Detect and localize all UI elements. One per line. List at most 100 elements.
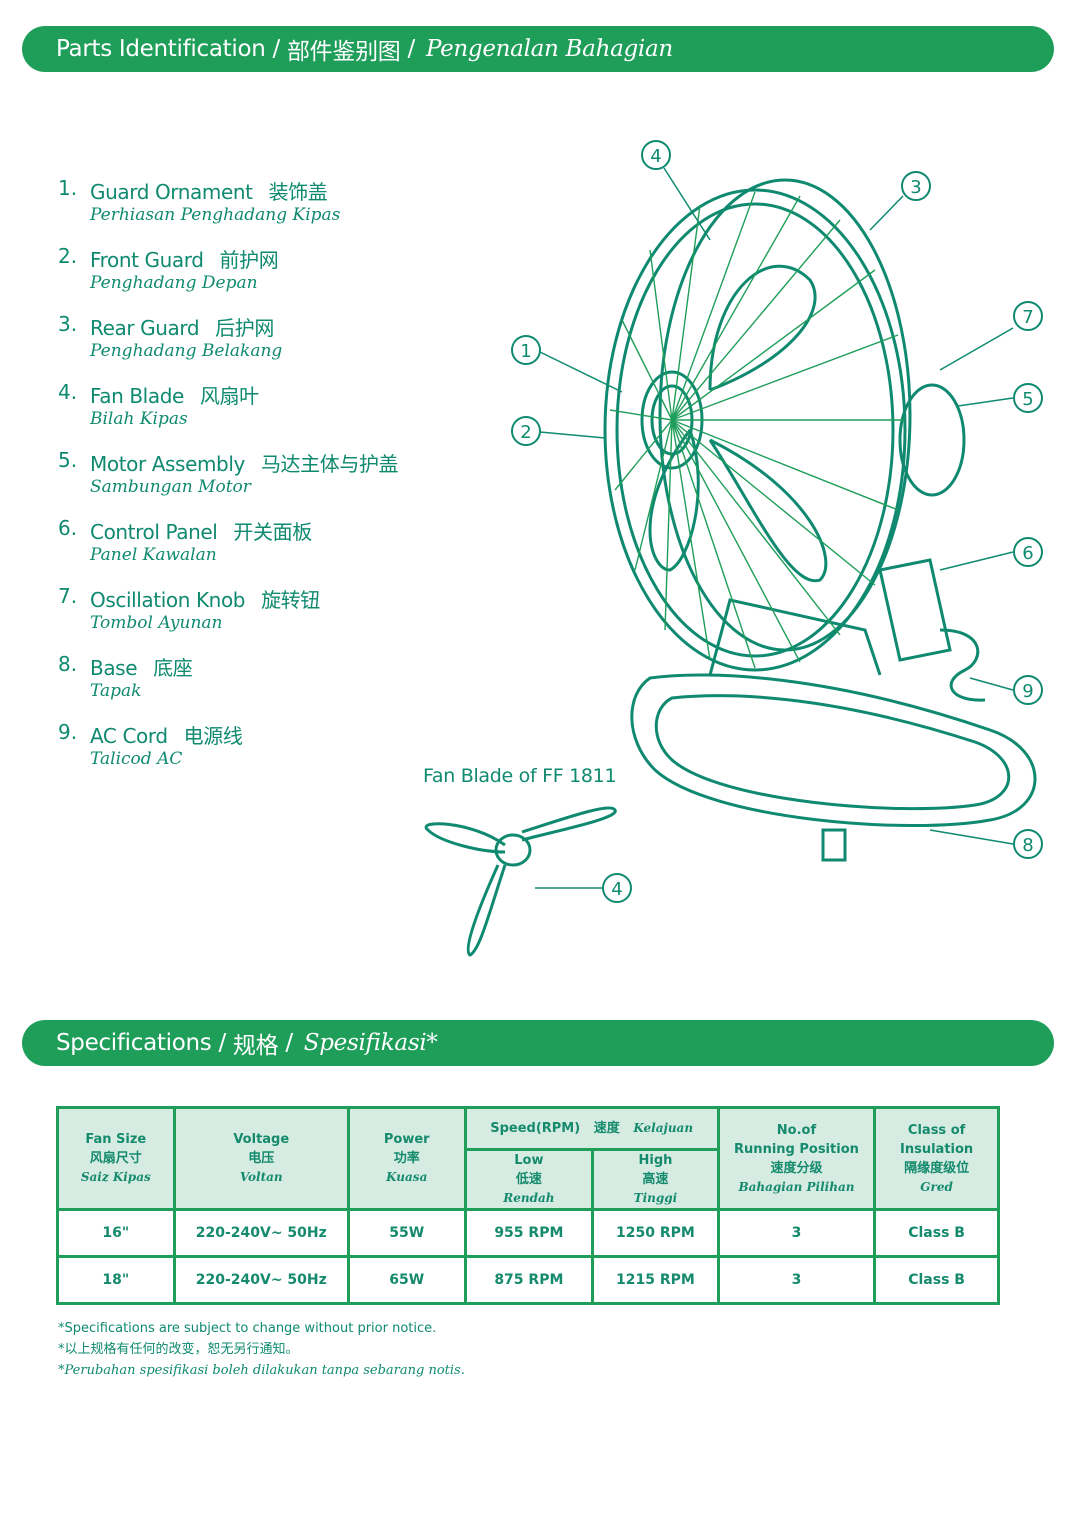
banner-separator: /: [272, 36, 281, 62]
cell-power: 55W: [346, 1208, 467, 1258]
spec-notes: *Specifications are subject to change wi…: [58, 1318, 465, 1381]
base-inner-shape: [654, 694, 1011, 811]
part-name-cn: 前护网: [219, 248, 279, 272]
callout-3: 3: [901, 171, 931, 201]
svg-text:6: 6: [1022, 543, 1033, 564]
blade-callout: 4: [602, 873, 632, 903]
part-name: Motor Assembly 马达主体与护盖: [90, 448, 399, 477]
part-name: AC Cord 电源线: [90, 720, 243, 749]
part-number: 7.: [58, 584, 78, 608]
part-name-cn: 电源线: [183, 724, 243, 748]
part-name-cn: 底座: [153, 656, 193, 680]
part-name-ms: Penghadang Depan: [90, 273, 258, 293]
cell-voltage: 220-240V~ 50Hz: [172, 1208, 350, 1258]
cell-insulation: Class B: [873, 1255, 1000, 1305]
part-name-en: AC Cord: [90, 724, 168, 748]
part-number: 2.: [58, 244, 78, 268]
part-name-ms: Perhiasan Penghadang Kipas: [90, 205, 341, 225]
part-item: 5. Motor Assembly 马达主体与护盖 Sambungan Motor: [58, 448, 478, 516]
control-box: [878, 558, 952, 662]
header-fan-size: Fan Size 风扇尺寸 Saiz Kipas: [56, 1106, 176, 1211]
banner-separator: /: [407, 36, 415, 62]
parts-identification-banner: Parts Identification / 部件鉴别图 / Pengenala…: [22, 26, 1054, 72]
part-name-cn: 后护网: [215, 316, 274, 340]
part-name-ms: Penghadang Belakang: [90, 341, 283, 361]
header-power: Power 功率 Kuasa: [346, 1106, 467, 1211]
fan-illustration: [603, 178, 1037, 862]
spec-table-wrapper: Fan Size 风扇尺寸 Saiz Kipas Voltage 电压 Volt…: [56, 1106, 1000, 1305]
part-number: 3.: [58, 312, 78, 336]
banner-separator: /: [218, 1030, 226, 1056]
cell-power: 65W: [346, 1255, 467, 1305]
part-name: Base 底座: [90, 652, 193, 681]
svg-text:8: 8: [1022, 835, 1033, 856]
cell-insulation: Class B: [873, 1208, 1000, 1258]
header-speed-high: High 高速 Tinggi: [591, 1148, 720, 1211]
part-name-en: Motor Assembly: [90, 452, 245, 476]
cell-low: 875 RPM: [463, 1255, 595, 1305]
note-ms: *Perubahan spesifikasi boleh dilakukan t…: [58, 1363, 465, 1378]
part-name-cn: 开关面板: [233, 520, 312, 544]
part-item: 8. Base 底座 Tapak: [58, 652, 478, 720]
svg-text:1: 1: [520, 341, 531, 362]
cell-voltage: 220-240V~ 50Hz: [172, 1255, 350, 1305]
part-name-en: Base: [90, 656, 138, 680]
part-name-en: Front Guard: [90, 248, 204, 272]
callout-7: 7: [1013, 301, 1043, 331]
part-number: 8.: [58, 652, 78, 676]
svg-text:9: 9: [1022, 681, 1033, 702]
header-running-position: No.of Running Position 速度分级 Bahagian Pil…: [716, 1106, 877, 1211]
callout-1: 1: [511, 335, 541, 365]
cell-positions: 3: [716, 1208, 877, 1258]
part-name-cn: 装饰盖: [268, 180, 328, 204]
note-cn: *以上规格有任何的改变，恕无另行通知。: [58, 1342, 299, 1357]
table-row: 16" 220-240V~ 50Hz 55W 955 RPM 1250 RPM …: [56, 1208, 1000, 1258]
svg-text:2: 2: [520, 422, 531, 443]
cell-size: 16": [56, 1208, 176, 1258]
callout-6: 6: [1013, 537, 1043, 567]
part-number: 9.: [58, 720, 78, 744]
callout-5: 5: [1013, 383, 1043, 413]
header-insulation: Class of Insulation 隔缘度级位 Gred: [873, 1106, 1000, 1211]
callout-8: 8: [1013, 829, 1043, 859]
front-guard-inner: [615, 202, 895, 658]
table-row: 18" 220-240V~ 50Hz 65W 875 RPM 1215 RPM …: [56, 1255, 1000, 1305]
part-name-en: Oscillation Knob: [90, 588, 246, 612]
callout-2: 2: [511, 416, 541, 446]
ac-cord: [939, 628, 986, 702]
part-name-cn: 马达主体与护盖: [260, 452, 399, 476]
banner-separator: /: [285, 1030, 293, 1056]
part-name-ms: Sambungan Motor: [90, 477, 251, 497]
part-item: 2. Front Guard 前护网 Penghadang Depan: [58, 244, 478, 312]
cell-high: 1250 RPM: [591, 1208, 720, 1258]
part-number: 4.: [58, 380, 78, 404]
header-speed: Speed(RPM) 速度 Kelajuan: [463, 1106, 720, 1151]
guard-spokes: [609, 191, 905, 669]
specifications-banner: Specifications / 规格 / Spesifikasi*: [22, 1020, 1054, 1066]
small-blade-left: [424, 822, 506, 854]
banner-title-cn: 部件鉴别图: [286, 39, 401, 65]
svg-text:5: 5: [1022, 389, 1033, 410]
cell-positions: 3: [716, 1255, 877, 1305]
base-shape: [630, 673, 1037, 828]
note-en: *Specifications are subject to change wi…: [58, 1321, 437, 1336]
small-blade-right: [521, 806, 617, 842]
part-name-ms: Tapak: [90, 681, 142, 701]
ff1811-blade: [424, 806, 617, 957]
banner-title-en: Specifications: [56, 1030, 212, 1056]
callout-4: 4: [641, 140, 671, 170]
fan-blade-outline: [708, 438, 828, 583]
part-name-cn: 旋转钮: [261, 588, 320, 612]
part-number: 5.: [58, 448, 78, 472]
front-guard: [603, 188, 907, 672]
spec-table: Fan Size 风扇尺寸 Saiz Kipas Voltage 电压 Volt…: [56, 1106, 1000, 1305]
svg-text:4: 4: [611, 879, 622, 900]
